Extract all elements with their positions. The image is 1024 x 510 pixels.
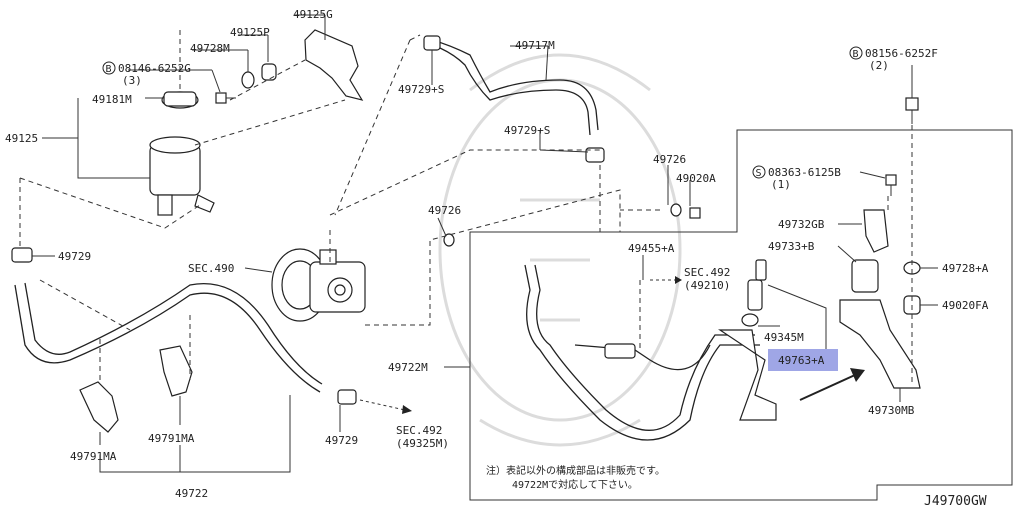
diagram-id: J49700GW	[924, 494, 987, 509]
dash-line-bracket	[194, 59, 346, 146]
label-49791ma-a: 49791MA	[70, 450, 117, 463]
label-08146-qty: (3)	[122, 74, 142, 87]
label-08363: 08363-6125B	[768, 166, 841, 179]
arrow-sec492-top	[650, 276, 682, 284]
dash-line-hose	[599, 165, 660, 232]
bolt-08156	[905, 97, 919, 124]
label-49729s-top: 49729+S	[398, 83, 444, 96]
dash-line-fitting	[365, 189, 621, 326]
svg-text:B: B	[853, 49, 859, 60]
label-49125: 49125	[5, 132, 38, 145]
bolt-08363	[885, 174, 897, 196]
label-49729-bottom: 49729	[325, 434, 358, 447]
dash-line-top	[179, 30, 421, 216]
label-49730mb: 49730MB	[868, 404, 915, 417]
svg-text:B: B	[106, 64, 112, 75]
label-49345m: 49345M	[764, 331, 804, 344]
label-49726-a: 49726	[653, 153, 686, 166]
note-line-2: 49722Mで対応して下さい。	[512, 478, 638, 491]
label-49726-b: 49726	[428, 204, 461, 217]
clip-49791ma-right	[159, 345, 193, 397]
label-49717m: 49717M	[515, 39, 555, 52]
dash-line-bracket-right	[887, 125, 913, 385]
note-line-1: 注）表記以外の構成部品は非販売です。	[486, 464, 665, 477]
label-08146: 08146-6252G	[118, 62, 191, 75]
reservoir-cap	[161, 91, 199, 109]
arrow-sec492-bottom	[359, 399, 412, 414]
label-49729s-mid: 49729+S	[504, 124, 550, 137]
label-49125p: 49125P	[230, 26, 270, 39]
highlight-49763a	[768, 349, 838, 371]
label-49125g: 49125G	[293, 8, 333, 21]
label-sec492-b: SEC.492	[396, 424, 442, 437]
bracket-49125g	[304, 29, 364, 101]
clamp-49729s-top	[423, 35, 441, 51]
label-49728a: 49728+A	[942, 262, 989, 275]
clamp-49729s-mid	[585, 147, 605, 163]
svg-text:S: S	[756, 168, 762, 179]
dash-line-reservoir	[19, 177, 201, 250]
dash-line-clips	[39, 279, 191, 380]
label-49732gb: 49732GB	[778, 218, 825, 231]
label-49020fa: 49020FA	[942, 299, 989, 312]
label-49722m: 49722M	[388, 361, 428, 374]
label-08363-qty: (1)	[771, 178, 791, 191]
circle-b-08156: B	[849, 46, 863, 60]
clamp-49729-left	[11, 247, 33, 263]
label-08156: 08156-6252F	[865, 47, 938, 60]
suction-hose-49717m	[431, 39, 599, 136]
washer-49726-b	[443, 233, 455, 247]
assembly-frame	[469, 129, 1013, 501]
clamp-49732gb	[863, 209, 889, 253]
label-49729-left: 49729	[58, 250, 91, 263]
circle-s-08363: S	[752, 165, 766, 179]
label-49728m: 49728M	[190, 42, 230, 55]
label-49722: 49722	[175, 487, 208, 500]
circle-b-08146: B	[102, 61, 116, 75]
label-49181m: 49181M	[92, 93, 132, 106]
clamp-49733b	[851, 259, 879, 293]
washer-49726-a	[670, 203, 682, 217]
dash-line-pump	[329, 149, 600, 262]
pressure-hose-49722m	[524, 264, 777, 441]
label-sec490: SEC.490	[188, 262, 234, 275]
grommet-49728m	[241, 71, 255, 89]
bolt-49020a	[689, 207, 701, 219]
label-49733b: 49733+B	[768, 240, 815, 253]
label-sec492-a: SEC.492	[684, 266, 730, 279]
power-steering-pump	[271, 248, 366, 322]
o-ring-49345m	[741, 313, 759, 327]
arrow-assembly	[799, 368, 865, 401]
clamp-49729-bottom	[337, 389, 357, 405]
label-sec492-b-sub: (49325M)	[396, 437, 449, 450]
collar-49125p	[261, 63, 277, 81]
label-49763a: 49763+A	[778, 354, 825, 367]
label-49020a: 49020A	[676, 172, 716, 185]
return-hose-49722	[14, 282, 323, 393]
label-sec492-a-sub: (49210)	[684, 279, 730, 292]
bracket-49730mb	[839, 299, 921, 389]
label-08156-qty: (2)	[869, 59, 889, 72]
sensor-49763a	[747, 259, 767, 311]
reservoir-tank	[149, 136, 215, 216]
leader-lines	[32, 14, 938, 473]
label-49455a: 49455+A	[628, 242, 675, 255]
clip-49791ma-left	[79, 381, 119, 433]
label-49791ma-b: 49791MA	[148, 432, 195, 445]
